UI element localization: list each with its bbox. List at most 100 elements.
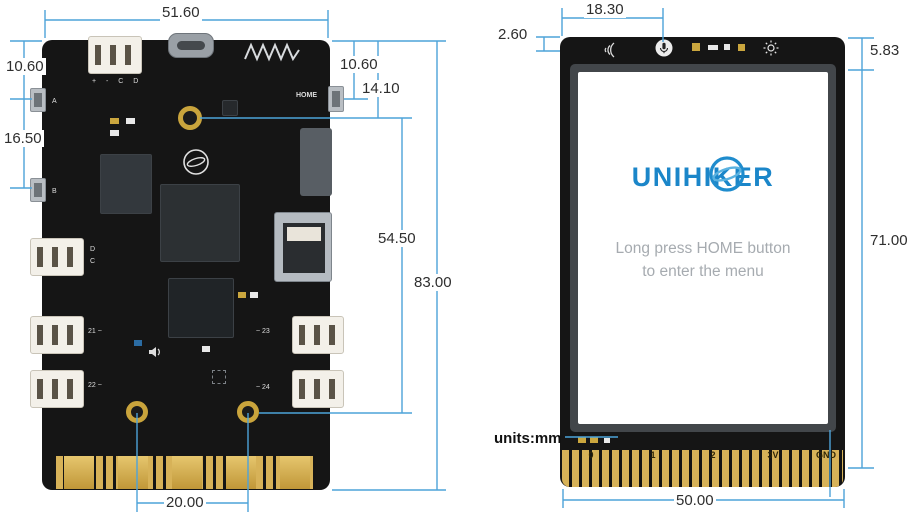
gravity-connector-right-1 xyxy=(292,316,344,354)
edge-connector: 0 1 2 3V GND xyxy=(562,450,843,487)
smd-component xyxy=(238,292,246,298)
home-button xyxy=(328,86,344,112)
pin-d-label: D xyxy=(90,246,96,253)
button-b-core xyxy=(34,183,42,197)
dim-label-top-edge: 2.60 xyxy=(496,26,530,43)
dim-label-total-height: 83.00 xyxy=(412,274,454,291)
i2c-pin-labels: + - C D xyxy=(92,78,143,85)
smd-component xyxy=(738,44,745,51)
smd-component xyxy=(212,370,226,384)
smd-component xyxy=(110,130,119,136)
edge-pad-0: 0 xyxy=(572,450,610,460)
edge-pad xyxy=(172,456,202,489)
button-b xyxy=(30,178,46,202)
dim-label-mic-offset: 18.30 xyxy=(584,1,626,18)
connector-slots xyxy=(299,379,337,399)
smd-component xyxy=(134,340,142,346)
dim-label-right-upper: 10.60 xyxy=(338,56,380,73)
edge-pad xyxy=(64,456,94,489)
gravity-connector-left-2 xyxy=(30,316,84,354)
smd-component xyxy=(604,438,610,443)
edge-pad-label: 1 xyxy=(650,450,656,460)
smd-component xyxy=(708,45,718,50)
sound-wave-icon xyxy=(600,41,620,59)
mounting-hole-bottom-left xyxy=(126,401,148,423)
dim-label-hole-vertical-spacing: 54.50 xyxy=(376,230,418,247)
mounting-hole-bottom-right xyxy=(237,401,259,423)
screen-message: Long press HOME button to enter the menu xyxy=(616,237,791,284)
port-23-label: ~ 23 xyxy=(256,328,270,335)
smd-component xyxy=(692,43,700,51)
dim-label-left-upper: 10.60 xyxy=(4,58,46,75)
brand-title: UNIHIKER xyxy=(631,162,775,192)
edge-pad-gnd: GND xyxy=(810,450,842,460)
dim-label-board-width: 51.60 xyxy=(160,4,202,21)
smd-component xyxy=(126,118,135,124)
dim-label-screen-top-offset: 5.83 xyxy=(868,42,902,59)
display-bezel: UNIHIKER Long press HOME button to enter… xyxy=(570,64,836,432)
memory-chip xyxy=(168,278,234,338)
edge-pad-3v: 3V xyxy=(754,450,792,460)
smd-component xyxy=(110,118,119,124)
button-a-core xyxy=(34,93,42,107)
edge-pad xyxy=(118,456,148,489)
home-button-core xyxy=(332,91,340,107)
pin-c-label: C xyxy=(90,258,96,265)
connector-slots xyxy=(95,45,135,65)
small-chip xyxy=(222,100,238,116)
smd-component xyxy=(250,292,258,298)
edge-pad xyxy=(226,456,256,489)
edge-pad-label: 0 xyxy=(588,450,594,460)
connector-slots xyxy=(37,325,77,345)
port-22-label: 22 ~ xyxy=(88,382,102,389)
microphone-icon xyxy=(655,39,673,57)
unihiker-back-view: + - C D HOME A B xyxy=(30,33,344,490)
units-label: units:mm xyxy=(494,430,562,447)
board-logo-icon xyxy=(181,147,211,177)
edge-pad-label: 3V xyxy=(767,450,779,460)
edge-pad-2: 2 xyxy=(694,450,732,460)
edge-connector-fingers xyxy=(56,456,316,489)
side-component xyxy=(300,128,332,196)
screen-message-line1: Long press HOME button xyxy=(615,240,791,257)
mounting-hole-top xyxy=(178,106,202,130)
smd-component xyxy=(202,346,210,352)
button-a-label: A xyxy=(52,98,57,105)
gravity-connector-right-2 xyxy=(292,370,344,408)
dim-label-hole-horizontal-spacing: 20.00 xyxy=(164,494,206,511)
wifi-antenna-icon xyxy=(244,42,300,62)
light-sensor-icon xyxy=(763,40,779,56)
button-b-label: B xyxy=(52,188,57,195)
screen-message-line2: to enter the menu xyxy=(642,263,764,281)
smd-component xyxy=(590,437,598,443)
gravity-connector-left-3 xyxy=(30,370,84,408)
port-21-label: 21 ~ xyxy=(88,328,102,335)
edge-pad-label: 2 xyxy=(710,450,716,460)
display-screen: UNIHIKER Long press HOME button to enter… xyxy=(578,72,828,424)
port-24-label: ~ 24 xyxy=(256,384,270,391)
usb-c-port xyxy=(168,33,214,58)
gravity-connector-left-1 xyxy=(30,238,84,276)
connector-slots xyxy=(299,325,337,345)
home-label: HOME xyxy=(296,92,317,99)
speaker-icon xyxy=(148,346,162,358)
dim-label-left-mid: 16.50 xyxy=(2,130,44,147)
dim-label-hole-offset: 14.10 xyxy=(360,80,402,97)
unihiker-front-view: UNIHIKER Long press HOME button to enter… xyxy=(560,37,845,487)
flash-chip xyxy=(100,154,152,214)
main-processor-chip xyxy=(160,184,240,262)
smd-component xyxy=(724,44,730,50)
connector-slots xyxy=(37,247,77,267)
usb-c-slot xyxy=(177,41,205,50)
edge-pad xyxy=(280,456,310,489)
i2c-connector xyxy=(88,36,142,74)
smd-component xyxy=(578,437,586,443)
connector-slots xyxy=(37,379,77,399)
edge-pad-label: GND xyxy=(816,450,836,460)
dim-label-screen-height: 71.00 xyxy=(868,232,910,249)
dim-label-front-width: 50.00 xyxy=(674,492,716,509)
usb-a-port xyxy=(274,212,332,282)
usb-a-tongue xyxy=(287,227,321,241)
edge-pad-1: 1 xyxy=(634,450,672,460)
